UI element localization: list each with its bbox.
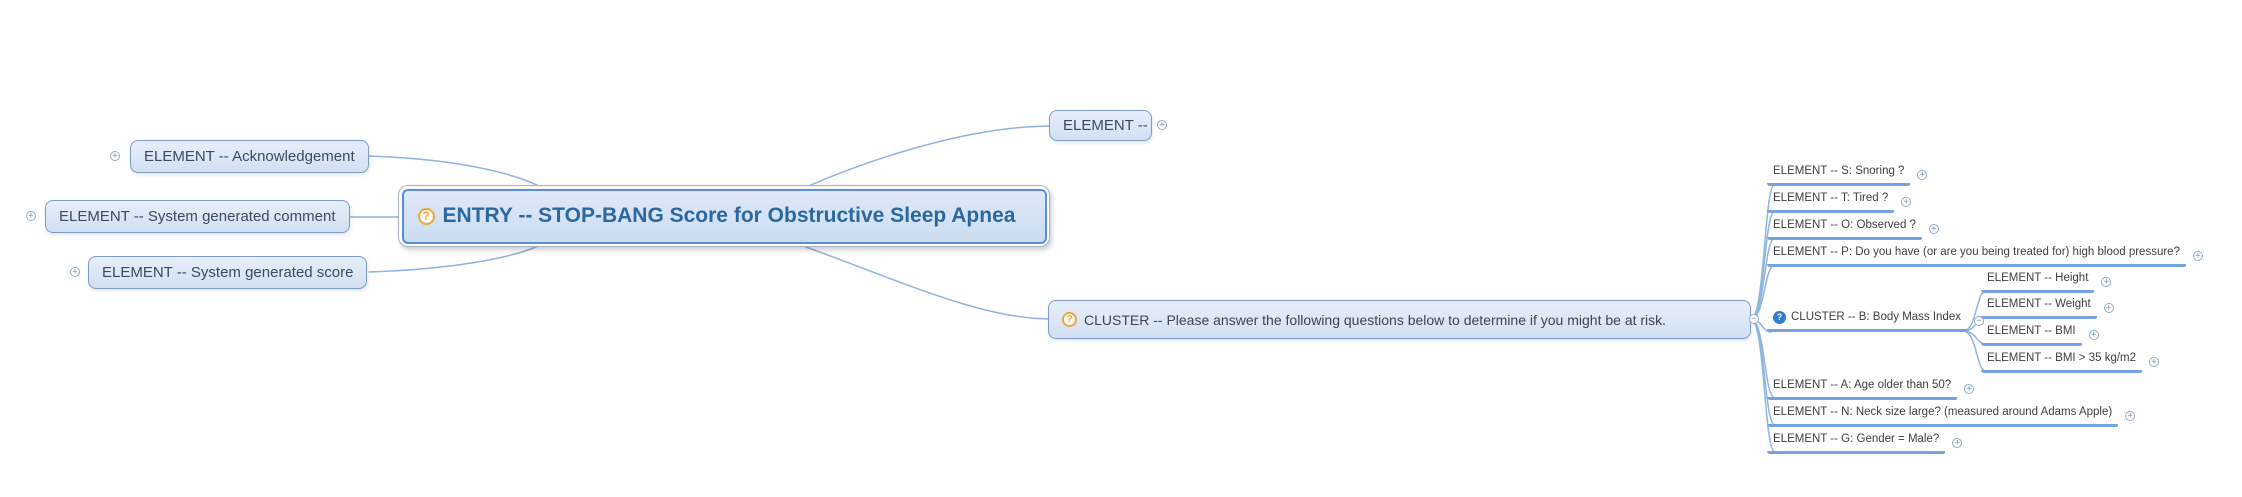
expand-icon[interactable]: + — [1964, 384, 1975, 394]
node-label: ELEMENT -- O: Observed ? — [1767, 218, 1922, 240]
expand-icon[interactable]: + — [1901, 197, 1912, 207]
connector — [368, 246, 537, 273]
expand-icon[interactable]: + — [2103, 303, 2114, 313]
expand-icon[interactable]: + — [2125, 411, 2136, 421]
expand-icon[interactable]: + — [70, 267, 80, 277]
node-element-height[interactable]: ELEMENT -- Height + — [1981, 271, 2112, 293]
node-label: ELEMENT -- Height — [1981, 271, 2095, 293]
expand-icon[interactable]: + — [1157, 120, 1167, 130]
node-element-tired[interactable]: ELEMENT -- T: Tired ? + — [1767, 191, 1912, 213]
node-element-snoring[interactable]: ELEMENT -- S: Snoring ? + — [1767, 164, 1928, 186]
expand-icon[interactable]: + — [2192, 251, 2203, 261]
node-label: ELEMENT -- System generated comment — [59, 208, 336, 225]
node-element-system-generated-score[interactable]: ELEMENT -- System generated score — [88, 256, 368, 289]
node-element-gender[interactable]: ELEMENT -- G: Gender = Male? + — [1767, 432, 1963, 454]
node-cluster-questions[interactable]: ? CLUSTER -- Please answer the following… — [1048, 300, 1751, 339]
node-label: ELEMENT -- — [1063, 117, 1148, 134]
help-icon: ? — [1773, 311, 1786, 324]
node-element-blank[interactable]: ELEMENT -- — [1049, 110, 1152, 141]
node-label: ELEMENT -- G: Gender = Male? — [1767, 432, 1946, 454]
root-label: ENTRY -- STOP-BANG Score for Obstructive… — [442, 204, 1016, 227]
expand-icon[interactable]: + — [110, 151, 120, 161]
expand-icon[interactable]: + — [2101, 277, 2112, 287]
collapse-icon[interactable]: − — [1749, 314, 1759, 324]
node-element-bmi-over-35[interactable]: ELEMENT -- BMI > 35 kg/m2 + — [1981, 351, 2160, 373]
node-label: ELEMENT -- BMI > 35 kg/m2 — [1981, 351, 2143, 373]
node-label: ELEMENT -- S: Snoring ? — [1767, 164, 1911, 186]
node-element-observed[interactable]: ELEMENT -- O: Observed ? + — [1767, 218, 1939, 240]
node-label: ELEMENT -- A: Age older than 50? — [1767, 378, 1958, 400]
question-icon: ? — [1062, 312, 1077, 327]
connector — [805, 125, 1053, 188]
node-label: ELEMENT -- T: Tired ? — [1767, 191, 1895, 213]
node-label: ELEMENT -- Acknowledgement — [144, 148, 355, 165]
node-element-blood-pressure[interactable]: ELEMENT -- P: Do you have (or are you be… — [1767, 245, 2203, 267]
node-label: CLUSTER -- B: Body Mass Index — [1791, 311, 1961, 323]
node-element-system-generated-comment[interactable]: ELEMENT -- System generated comment — [45, 200, 350, 233]
connector — [367, 155, 544, 189]
node-element-weight[interactable]: ELEMENT -- Weight + — [1981, 297, 2114, 319]
expand-icon[interactable]: + — [2149, 357, 2160, 367]
expand-icon[interactable]: + — [1917, 170, 1928, 180]
node-entry-root[interactable]: ? ENTRY -- STOP-BANG Score for Obstructi… — [398, 185, 1050, 247]
question-icon: ? — [417, 207, 435, 225]
collapse-icon[interactable]: − — [1974, 316, 1984, 326]
node-label: CLUSTER -- Please answer the following q… — [1084, 311, 1667, 328]
node-cluster-bmi[interactable]: ? CLUSTER -- B: Body Mass Index − — [1767, 310, 1984, 332]
node-label: ELEMENT -- N: Neck size large? (measured… — [1767, 405, 2119, 427]
expand-icon[interactable]: + — [2088, 330, 2099, 340]
node-label: ELEMENT -- P: Do you have (or are you be… — [1767, 245, 2186, 267]
node-label: ELEMENT -- Weight — [1981, 297, 2097, 319]
connector — [805, 246, 1051, 320]
expand-icon[interactable]: + — [1952, 438, 1963, 448]
node-element-acknowledgement[interactable]: ELEMENT -- Acknowledgement — [130, 140, 369, 173]
expand-icon[interactable]: + — [1928, 224, 1939, 234]
node-element-age[interactable]: ELEMENT -- A: Age older than 50? + — [1767, 378, 1975, 400]
node-element-bmi[interactable]: ELEMENT -- BMI + — [1981, 324, 2099, 346]
node-element-neck-size[interactable]: ELEMENT -- N: Neck size large? (measured… — [1767, 405, 2136, 427]
expand-icon[interactable]: + — [26, 211, 36, 221]
node-label: ELEMENT -- System generated score — [102, 264, 354, 281]
node-label: ELEMENT -- BMI — [1981, 324, 2082, 346]
